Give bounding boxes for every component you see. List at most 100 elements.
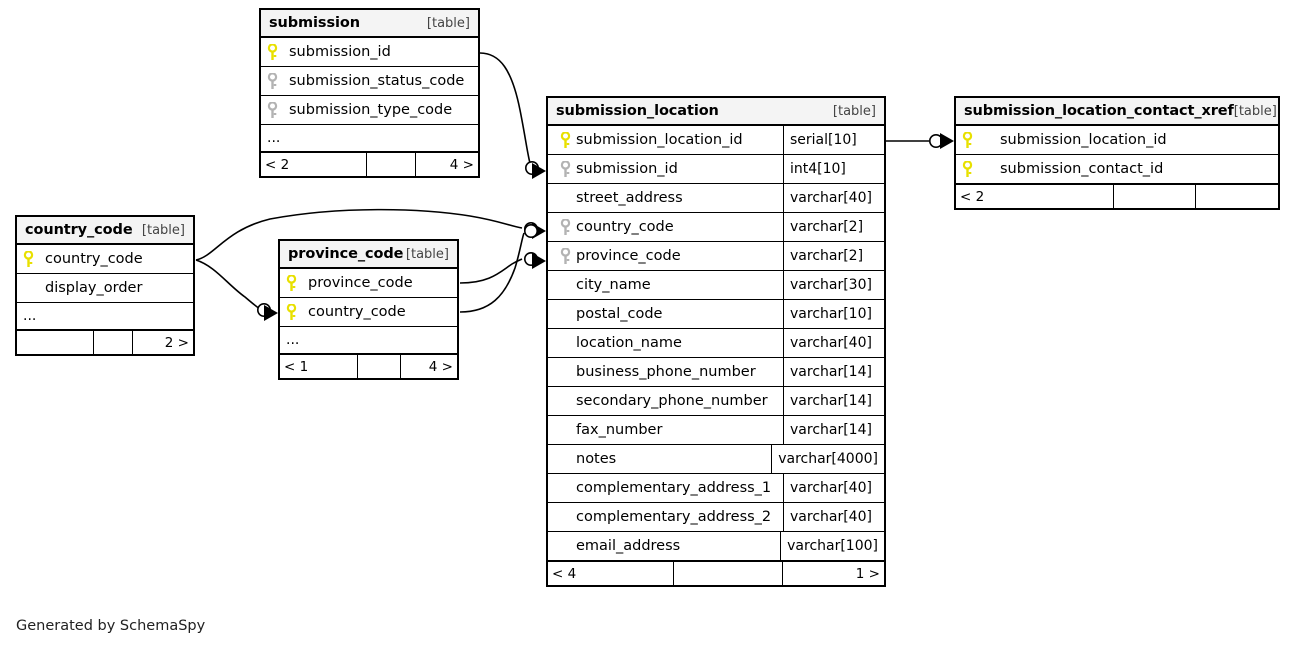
- column-type: varchar[14]: [783, 387, 884, 415]
- table-row[interactable]: submission_contact_id: [956, 155, 1278, 184]
- column-name-cell: complementary_address_2: [548, 503, 783, 531]
- column-name: street_address: [576, 190, 683, 206]
- column-name-cell: complementary_address_1: [548, 474, 783, 502]
- table-header-province-code: province_code [table]: [280, 241, 457, 269]
- table-row[interactable]: submission_location_id serial[10]: [548, 126, 884, 155]
- table-footer: < 2 4 >: [261, 152, 478, 176]
- more-columns-indicator: ...: [261, 125, 478, 152]
- column-name: submission_location_id: [576, 132, 743, 148]
- footer-right[interactable]: 4 >: [428, 358, 453, 375]
- table-title: submission: [269, 15, 360, 31]
- foreign-key-icon: [554, 218, 576, 236]
- column-name: country_code: [576, 219, 674, 235]
- link-country-code-to-province-code: [195, 259, 261, 310]
- column-name: submission_status_code: [289, 73, 465, 89]
- column-name-cell: email_address: [548, 532, 780, 560]
- primary-key-icon: [956, 160, 978, 178]
- column-name: country_code: [45, 251, 143, 267]
- column-type: varchar[40]: [783, 474, 884, 502]
- primary-key-icon: [554, 131, 576, 149]
- primary-key-icon: [956, 131, 978, 149]
- footer-right[interactable]: 2 >: [164, 334, 189, 351]
- column-name-cell: country_code: [548, 213, 783, 241]
- column-type: varchar[4000]: [771, 445, 884, 473]
- footer-middle: [1113, 185, 1196, 208]
- more-columns-indicator: ...: [280, 327, 457, 354]
- table-submission-location[interactable]: submission_location [table] submission_l…: [546, 96, 886, 587]
- primary-key-icon: [17, 250, 39, 268]
- table-province-code[interactable]: province_code [table] province_code coun…: [278, 239, 459, 380]
- primary-key-icon: [280, 303, 302, 321]
- column-name-cell: location_name: [548, 329, 783, 357]
- foreign-key-icon: [554, 247, 576, 265]
- footer-right: [1196, 185, 1278, 208]
- table-row[interactable]: submission_type_code: [261, 96, 478, 125]
- table-row[interactable]: complementary_address_2 varchar[40]: [548, 503, 884, 532]
- table-row[interactable]: secondary_phone_number varchar[14]: [548, 387, 884, 416]
- column-name-cell: province_code: [548, 242, 783, 270]
- column-type: varchar[10]: [783, 300, 884, 328]
- column-name-cell: country_code: [39, 245, 193, 273]
- column-name-cell: notes: [548, 445, 771, 473]
- table-submission-location-contact-xref[interactable]: submission_location_contact_xref [table]…: [954, 96, 1280, 210]
- column-type: varchar[30]: [783, 271, 884, 299]
- column-name-cell: submission_location_id: [978, 126, 1278, 154]
- footer-left[interactable]: < 4: [552, 565, 577, 582]
- more-columns-indicator: ...: [17, 303, 193, 330]
- table-row[interactable]: location_name varchar[40]: [548, 329, 884, 358]
- table-submission[interactable]: submission [table] submission_id submiss…: [259, 8, 480, 178]
- table-row[interactable]: submission_location_id: [956, 126, 1278, 155]
- table-row[interactable]: submission_id: [261, 38, 478, 67]
- column-name: province_code: [308, 275, 413, 291]
- table-header-country-code: country_code [table]: [17, 217, 193, 245]
- table-row[interactable]: fax_number varchar[14]: [548, 416, 884, 445]
- column-name: country_code: [308, 304, 406, 320]
- column-name: complementary_address_1: [576, 480, 772, 496]
- column-type: varchar[2]: [783, 213, 884, 241]
- primary-key-icon: [261, 43, 283, 61]
- column-name: postal_code: [576, 306, 663, 322]
- table-row[interactable]: complementary_address_1 varchar[40]: [548, 474, 884, 503]
- column-name-cell: submission_type_code: [283, 96, 478, 124]
- generator-credit: Generated by SchemaSpy: [16, 618, 206, 634]
- footer-left[interactable]: < 1: [284, 358, 309, 375]
- footer-left[interactable]: < 2: [960, 188, 985, 205]
- table-row[interactable]: postal_code varchar[10]: [548, 300, 884, 329]
- table-row[interactable]: country_code varchar[2]: [548, 213, 884, 242]
- column-name-cell: submission_status_code: [283, 67, 478, 95]
- footer-left: [17, 331, 93, 354]
- column-name-cell: submission_id: [548, 155, 783, 183]
- link-province-code-to-submission-location-province: [459, 258, 523, 284]
- table-row[interactable]: email_address varchar[100]: [548, 532, 884, 561]
- table-row[interactable]: province_code: [280, 269, 457, 298]
- table-header-submission: submission [table]: [261, 10, 478, 38]
- table-row[interactable]: province_code varchar[2]: [548, 242, 884, 271]
- table-footer: < 1 4 >: [280, 354, 457, 378]
- table-row[interactable]: country_code: [17, 245, 193, 274]
- column-type: varchar[100]: [780, 532, 884, 560]
- column-name-cell: city_name: [548, 271, 783, 299]
- table-row[interactable]: notes varchar[4000]: [548, 445, 884, 474]
- table-type-tag: [table]: [832, 103, 876, 119]
- primary-key-icon: [280, 274, 302, 292]
- table-country-code[interactable]: country_code [table] country_code displa…: [15, 215, 195, 356]
- footer-right[interactable]: 1 >: [855, 565, 880, 582]
- column-name: fax_number: [576, 422, 663, 438]
- column-type: serial[10]: [783, 126, 884, 154]
- column-name: submission_id: [289, 44, 391, 60]
- footer-left[interactable]: < 2: [265, 156, 290, 173]
- table-row[interactable]: city_name varchar[30]: [548, 271, 884, 300]
- table-row[interactable]: country_code: [280, 298, 457, 327]
- footer-middle: [366, 153, 416, 176]
- footer-right[interactable]: 4 >: [449, 156, 474, 173]
- table-title: country_code: [25, 222, 133, 238]
- table-row[interactable]: street_address varchar[40]: [548, 184, 884, 213]
- table-row[interactable]: submission_status_code: [261, 67, 478, 96]
- column-name-cell: street_address: [548, 184, 783, 212]
- column-name: secondary_phone_number: [576, 393, 768, 409]
- table-row[interactable]: business_phone_number varchar[14]: [548, 358, 884, 387]
- table-title: province_code: [288, 246, 404, 262]
- table-header-submission-location: submission_location [table]: [548, 98, 884, 126]
- table-row[interactable]: submission_id int4[10]: [548, 155, 884, 184]
- table-row[interactable]: display_order: [17, 274, 193, 303]
